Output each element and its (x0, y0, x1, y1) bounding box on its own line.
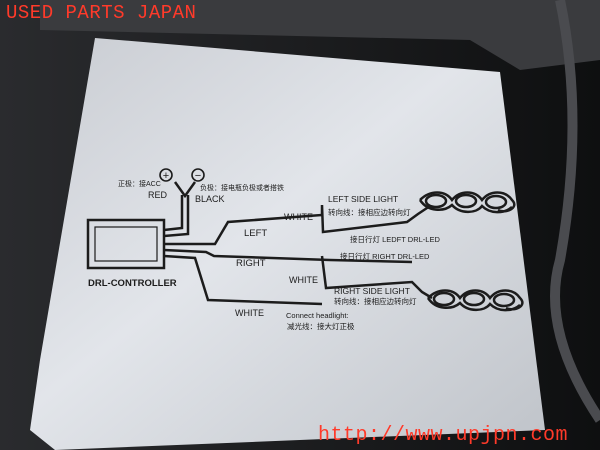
background-part-edge (40, 0, 600, 70)
black-label: BLACK (195, 194, 225, 204)
wire-left (164, 204, 431, 246)
left-label: LEFT (244, 228, 267, 239)
plus-icon (159, 168, 173, 182)
controller-label: DRL-CONTROLLER (88, 278, 177, 289)
wire-white-headlight (163, 254, 323, 306)
watermark-url: http://www.upjpn.com (318, 424, 569, 447)
minus-symbol: − (195, 170, 201, 182)
right-drl-label: 接日行灯 RIGHT DRL-LED (340, 251, 430, 261)
white-label-headlight: WHITE (235, 308, 264, 318)
right-side-light-label: RIGHT SIDE LIGHT (334, 286, 410, 296)
left-drl-label: 接日行灯 LEDFT DRL-LED (350, 234, 440, 244)
right-label: RIGHT (236, 258, 266, 269)
headlight-cn-label: 减光线：接大灯正极 (287, 321, 355, 331)
white-label-left: WHITE (284, 212, 313, 222)
right-turn-cn-label: 转向线：接相应边转向灯 (334, 296, 417, 306)
left-side-light-label: LEFT SIDE LIGHT (328, 194, 398, 204)
plus-symbol: + (163, 170, 169, 182)
wire-right (163, 248, 413, 264)
power-note: 正极：接ACC (118, 179, 161, 188)
minus-icon (191, 168, 205, 182)
background-cable (550, 0, 600, 423)
controller-box-inner (94, 226, 158, 262)
white-label-right: WHITE (289, 275, 318, 285)
red-label: RED (148, 190, 168, 200)
watermark-top: USED PARTS JAPAN (6, 2, 197, 24)
wire-power-red (163, 195, 184, 232)
led-strip-left (418, 191, 516, 214)
wire-right-turn (320, 255, 433, 300)
wire-power-black (163, 195, 190, 238)
power-fork (173, 181, 197, 199)
ground-note: 负极：接电瓶负极或者搭铁 (200, 183, 284, 192)
diagram-sheet (30, 38, 545, 450)
connect-headlight-label: Connect headlight: (286, 311, 349, 320)
left-turn-cn-label: 转向线：接相应边转向灯 (328, 207, 411, 217)
led-strip-right (426, 289, 524, 312)
